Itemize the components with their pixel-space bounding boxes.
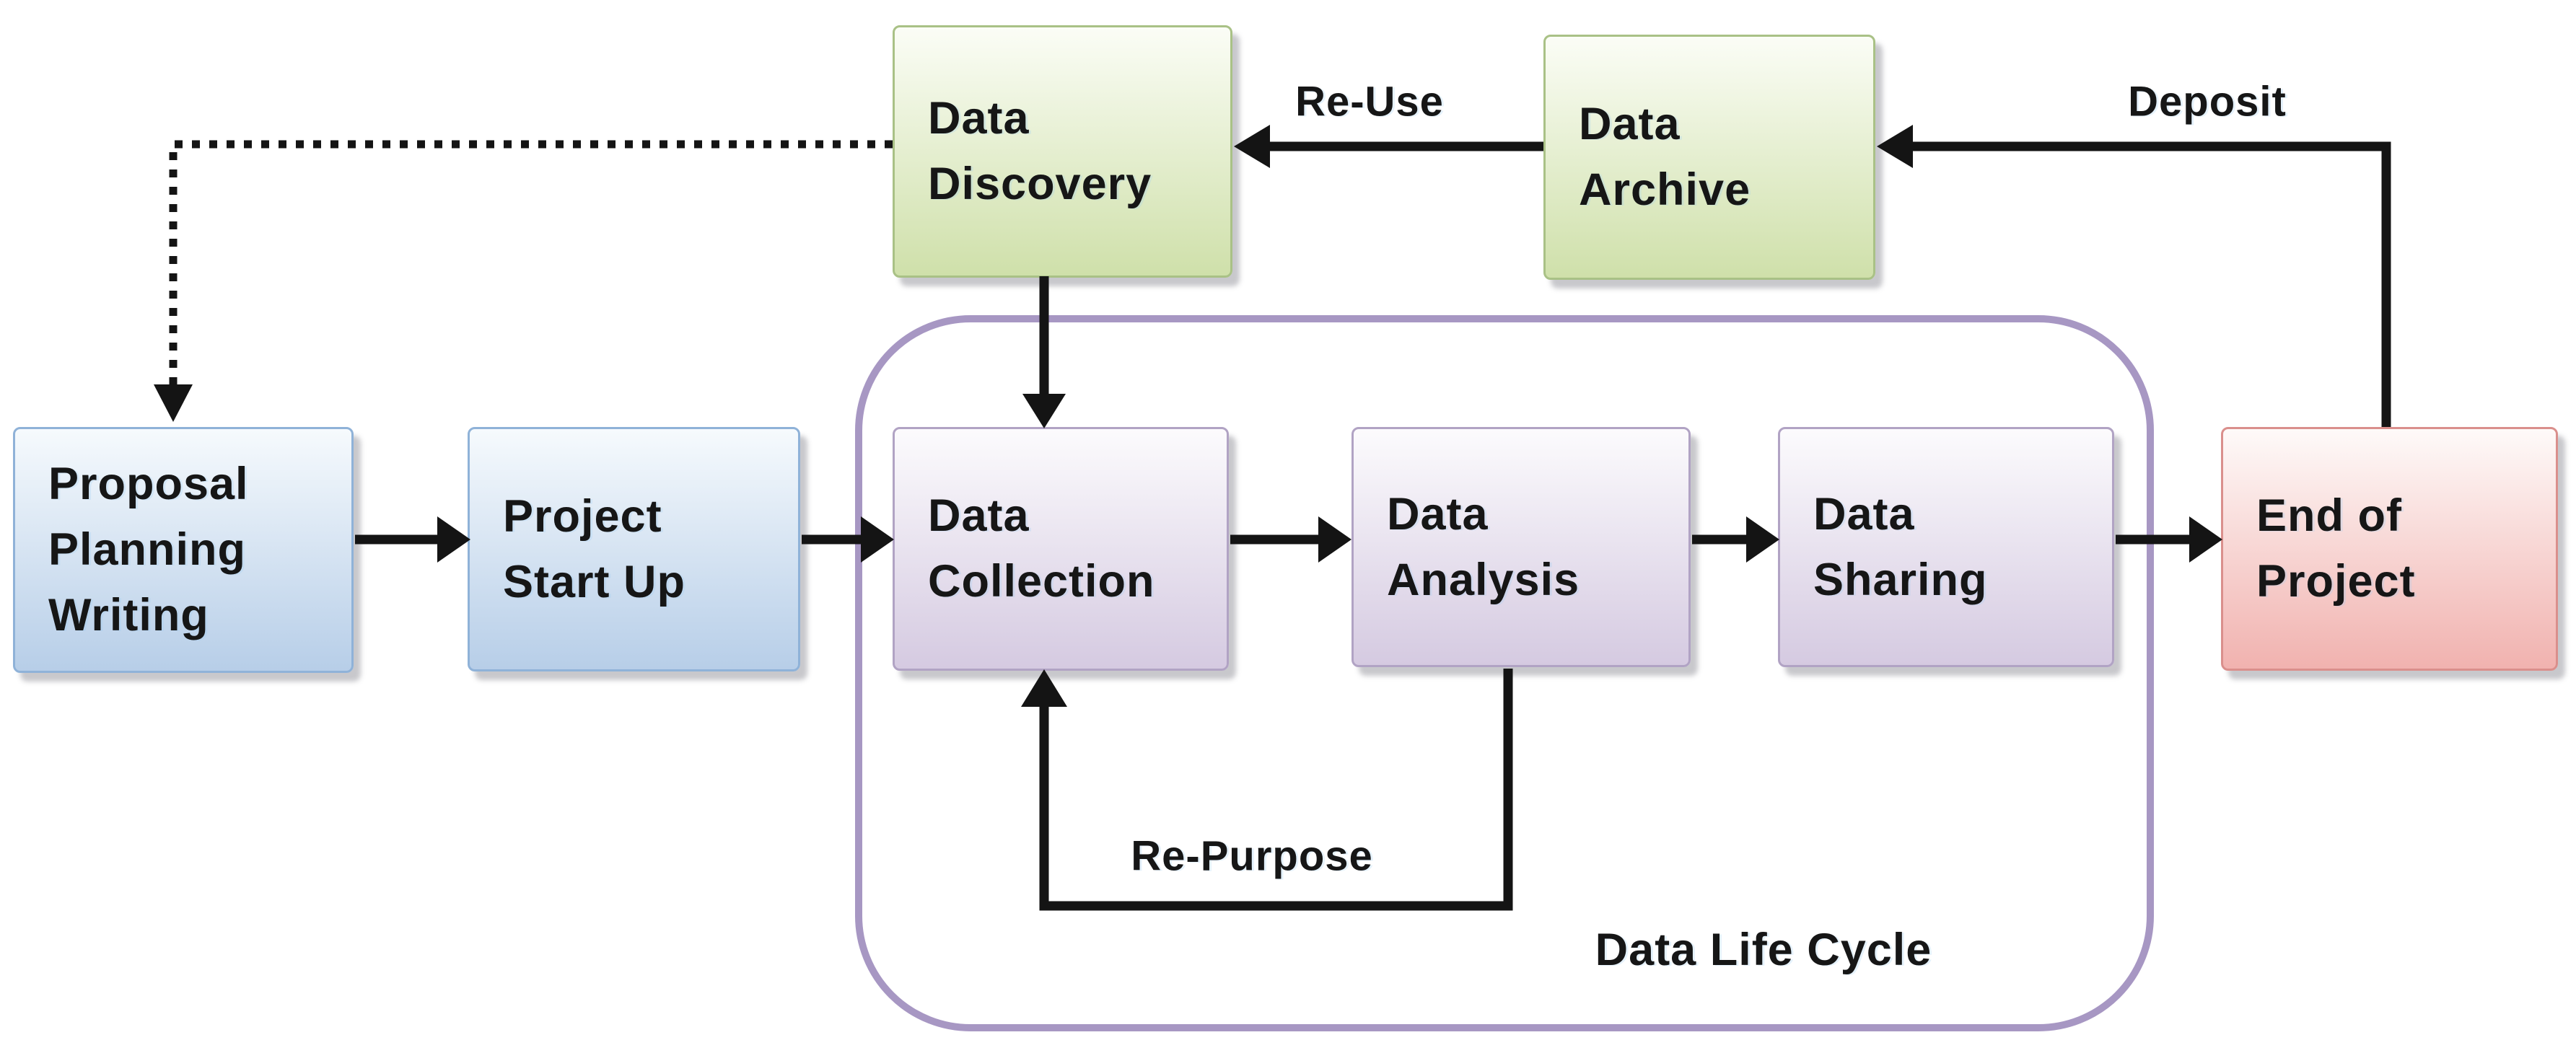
node-data-sharing: Data Sharing xyxy=(1778,427,2114,667)
node-data-collection: Data Collection xyxy=(893,427,1229,671)
node-end-of-project: End of Project xyxy=(2221,427,2558,671)
edge-deposit-arrow xyxy=(1877,125,2391,427)
node-label-data-analysis: Data Analysis xyxy=(1387,488,1580,605)
label-re-use: Re-Use xyxy=(1295,78,1444,125)
node-label-project-start-up: Project Start Up xyxy=(503,490,686,607)
node-label-data-discovery: Data Discovery xyxy=(928,93,1152,209)
label-re-purpose: Re-Purpose xyxy=(1131,832,1373,880)
node-label-data-archive: Data Archive xyxy=(1579,99,1751,215)
edge-collection-to-analysis-arrow xyxy=(1230,516,1351,563)
edge-analysis-to-sharing-arrow xyxy=(1692,516,1779,563)
label-deposit: Deposit xyxy=(2128,78,2287,125)
node-project-start-up: Project Start Up xyxy=(468,427,800,671)
edge-sharing-to-end-arrow xyxy=(2116,516,2222,563)
node-label-data-collection: Data Collection xyxy=(928,490,1155,607)
label-data-life-cycle: Data Life Cycle xyxy=(1595,925,1932,975)
node-label-end-of-project: End of Project xyxy=(2256,490,2416,607)
node-data-discovery: Data Discovery xyxy=(893,25,1232,278)
edge-project-to-collection-arrow xyxy=(802,516,894,563)
edge-reuse-arrow xyxy=(1234,125,1543,168)
node-data-analysis: Data Analysis xyxy=(1351,427,1691,667)
data-life-cycle-boundary xyxy=(855,315,2154,1031)
edge-repurpose-arrow xyxy=(1021,669,1513,911)
edge-discovery-to-collection-arrow xyxy=(1022,276,1066,428)
edge-proposal-to-project-arrow xyxy=(355,516,470,563)
node-proposal-planning-writing: Proposal Planning Writing xyxy=(13,427,354,673)
node-data-archive: Data Archive xyxy=(1543,35,1875,280)
edge-discovery-to-proposal-dotted-arrow xyxy=(154,140,893,422)
node-label-proposal-planning-writing: Proposal Planning Writing xyxy=(48,459,249,640)
node-label-data-sharing: Data Sharing xyxy=(1813,488,1988,605)
